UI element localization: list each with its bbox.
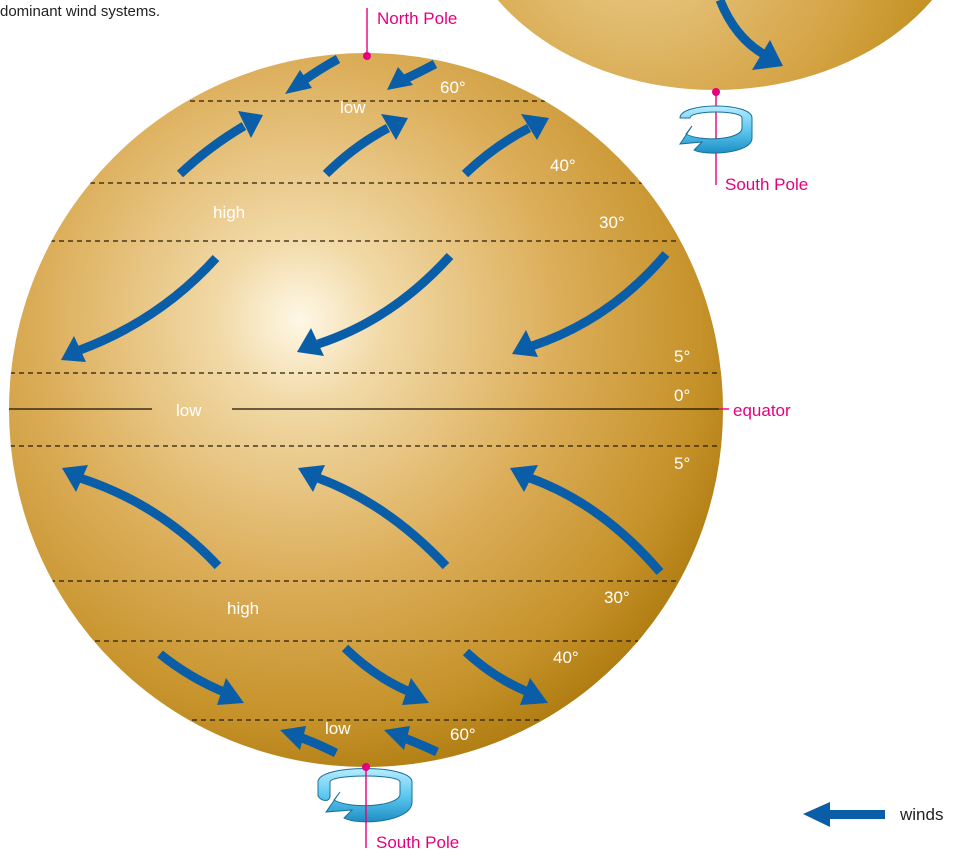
- wind-arrow-icon: [528, 473, 664, 575]
- inset-pole-marker-icon: [712, 88, 720, 96]
- caption-text: dominant wind systems.: [0, 3, 160, 20]
- inset-south-pole-label: South Pole: [725, 175, 808, 194]
- lat-label-s60: 60°: [450, 725, 476, 744]
- lat-label-s40: 40°: [553, 648, 579, 667]
- lat-label-eq0: 0°: [674, 386, 690, 405]
- wind-arrow-icon: [176, 122, 247, 178]
- wind-arrow-icon: [316, 473, 450, 570]
- wind-arrow-icon: [300, 733, 339, 758]
- latitude-lines: [10, 100, 720, 721]
- equator-label: equator: [733, 401, 791, 420]
- main-globe: low high low high low 60° 40° 30° 5° 0° …: [9, 53, 729, 767]
- wind-arrow-icon: [403, 60, 438, 84]
- lat-label-n40: 40°: [550, 156, 576, 175]
- wind-arrow-icon: [322, 124, 391, 178]
- wind-arrow-icon: [341, 644, 412, 697]
- pressure-label-low-north: low: [340, 98, 366, 117]
- legend-arrow-shaft: [828, 810, 885, 819]
- wind-arrow-icon: [316, 252, 454, 349]
- pressure-label-low-equator: low: [176, 401, 202, 420]
- pressure-label-high-south: high: [227, 599, 259, 618]
- north-pole-marker: North Pole: [363, 8, 457, 60]
- legend-wind-arrow-icon: [803, 802, 830, 827]
- wind-arrow-icon: [78, 254, 220, 355]
- inset-wind-arrow-icon: [715, 0, 768, 59]
- inset-globe: South Pole: [497, 0, 933, 194]
- south-pole-marker-icon: [362, 763, 370, 771]
- legend-winds-label: winds: [899, 805, 943, 824]
- wind-arrow-icon: [157, 650, 226, 697]
- south-pole-label: South Pole: [376, 833, 459, 852]
- wind-arrow-icon: [78, 473, 222, 570]
- inset-rotation-arrow-icon: [679, 105, 753, 154]
- wind-arrow-icon: [530, 251, 670, 351]
- wind-arrow-icon: [462, 648, 530, 697]
- lat-label-s5: 5°: [674, 454, 690, 473]
- wind-arrows: [61, 55, 670, 758]
- lat-label-s30: 30°: [604, 588, 630, 607]
- rotation-arrow-icon: [317, 768, 413, 823]
- north-pole-label: North Pole: [377, 9, 457, 28]
- pressure-label-low-south: low: [325, 719, 351, 738]
- lat-label-n30: 30°: [599, 213, 625, 232]
- south-pole-marker: South Pole: [317, 763, 459, 852]
- legend: winds: [803, 802, 943, 827]
- lat-label-n5: 5°: [674, 347, 690, 366]
- pressure-label-high-north: high: [213, 203, 245, 222]
- lat-label-n60: 60°: [440, 78, 466, 97]
- wind-arrow-icon: [461, 123, 532, 178]
- north-pole-marker-icon: [363, 52, 371, 60]
